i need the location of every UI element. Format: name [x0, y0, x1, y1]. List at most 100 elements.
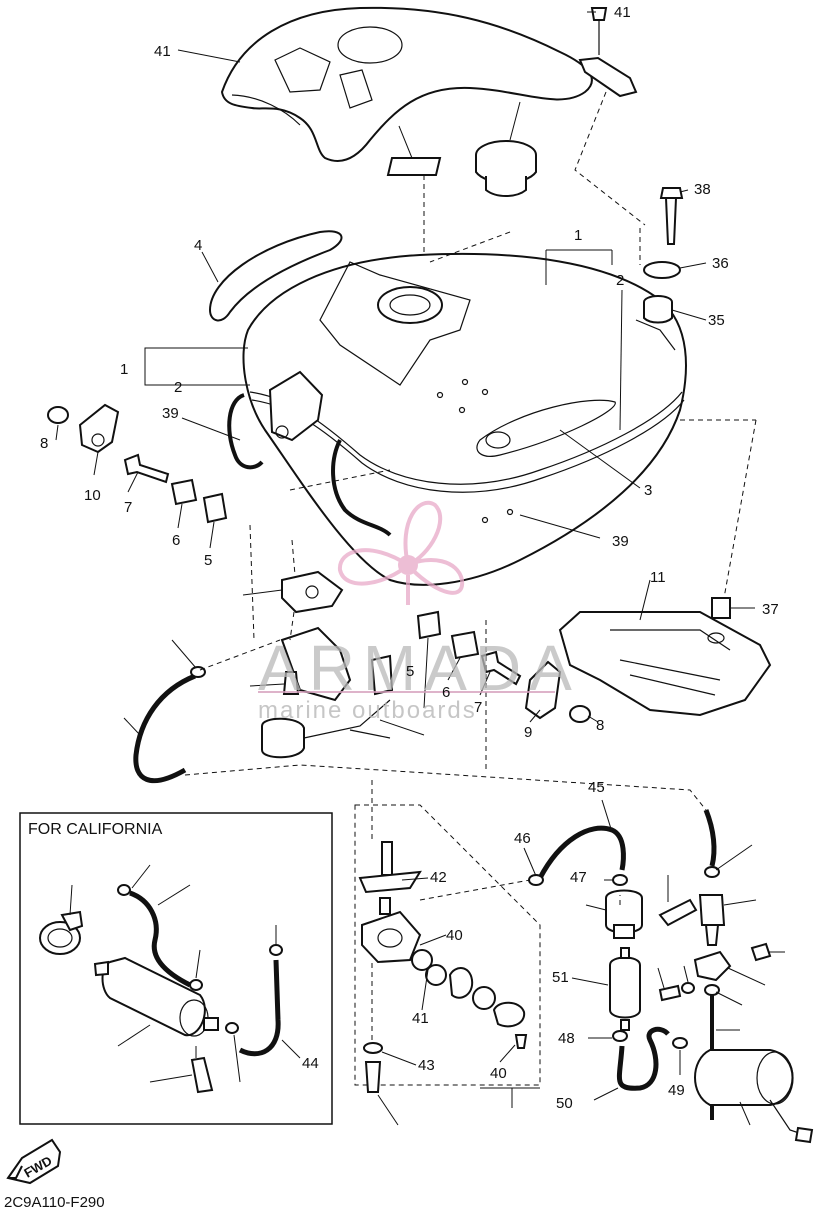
part-30-hose [616, 1026, 670, 1091]
part-43-bolt [658, 898, 698, 927]
inset-title: FOR CALIFORNIA [28, 821, 163, 838]
part-19-group-box [354, 804, 541, 1086]
part-27-clamp-c [612, 1030, 628, 1042]
part-10-knob [78, 403, 120, 454]
leader-lines [55, 11, 785, 1126]
part-4-knee-pad [208, 230, 343, 322]
callout-label: 2 [174, 379, 182, 396]
part-29-fuel-pump [605, 889, 643, 939]
part-7-bolt-right [480, 650, 522, 686]
callout-label: 41 [614, 4, 631, 21]
part-17-tank-cover [220, 6, 593, 162]
part-34-valve [698, 894, 726, 946]
part-42-label [386, 157, 442, 176]
callout-label: 38 [694, 181, 711, 198]
callout-label: 2 [616, 272, 624, 289]
part-25-bolt [364, 1061, 382, 1093]
callout-label: 43 [418, 1057, 435, 1074]
part-22-plate [492, 1001, 526, 1028]
callout-label: 1 [574, 227, 582, 244]
part-41-clamp-a [117, 884, 131, 896]
part-22-screw [514, 1034, 528, 1049]
callout-label: 39 [162, 405, 179, 422]
part-20-diaphragm [448, 967, 474, 999]
drawing-code: 2C9A110-F290 [4, 1194, 105, 1211]
callout-label: 51 [552, 969, 569, 986]
part-44-fuel-cock [261, 626, 394, 759]
part-38-clip [750, 942, 772, 962]
part-16-hose-left [227, 393, 264, 470]
callout-label: 49 [668, 1082, 685, 1099]
part-15-bolt [659, 187, 684, 245]
watermark-tagline: marine outboards [258, 697, 477, 724]
part-1-fuel-tank [242, 252, 687, 586]
part-36-bolt [658, 984, 682, 1002]
part-26-hose [537, 825, 626, 880]
callout-label: 44 [302, 1055, 319, 1072]
callout-label: 41 [412, 1010, 429, 1027]
part-46-bolt [282, 671, 300, 695]
callout-label: 5 [406, 663, 414, 680]
part-9-knob-right [524, 660, 562, 720]
watermark-brand: ARMADA [258, 632, 580, 704]
callout-label: 3 [644, 482, 652, 499]
part-45-gasket [281, 570, 344, 614]
part-11-side-cover [558, 611, 772, 717]
callout-label: 40 [446, 927, 463, 944]
callout-label: 8 [40, 435, 48, 452]
part-33-clamp-right [704, 866, 720, 878]
assembly-lines [184, 91, 757, 1040]
callout-label: 48 [558, 1030, 575, 1047]
part-14-grommet [711, 597, 731, 619]
callout-label: 40 [490, 1065, 507, 1082]
part-6-collar-left [170, 478, 198, 506]
part-49-cap [39, 910, 84, 955]
part-48-canister [93, 956, 219, 1037]
part-16-hose-right [331, 439, 392, 537]
propeller-logo-icon [337, 501, 465, 605]
part-8-nut-right [569, 705, 591, 723]
part-51-hose [129, 890, 192, 988]
part-27-clamp-d [672, 1037, 688, 1049]
part-5-damper-left [202, 492, 228, 524]
callout-label: 47 [570, 869, 587, 886]
callout-label: 9 [524, 724, 532, 741]
part-39-hose-inset [238, 959, 281, 1057]
part-40-clamp-inset [269, 944, 283, 956]
callout-label: 8 [596, 717, 604, 734]
part-47-canister [694, 1049, 814, 1144]
part-21-o-ring-b [425, 964, 447, 986]
callout-label: 6 [172, 532, 180, 549]
callout-labels: 41 41 38 4 1 36 2 35 1 2 39 8 10 7 3 6 3… [40, 4, 779, 1112]
part-20-pump-body [361, 897, 422, 964]
callout-label: 4 [194, 237, 202, 254]
tank-front-bracket [268, 370, 324, 442]
part-27-clamp-a [528, 874, 544, 886]
callout-label: 6 [442, 684, 450, 701]
callout-label: 42 [430, 869, 447, 886]
callout-label: 1 [120, 361, 128, 378]
callout-label: 35 [708, 312, 725, 329]
callout-label: 7 [124, 499, 132, 516]
part-24-washer [363, 1042, 383, 1054]
callout-label: 37 [762, 601, 779, 618]
callout-label: 39 [612, 533, 629, 550]
part-37-washer [681, 982, 695, 994]
callout-label: 45 [588, 779, 605, 796]
forward-arrow-icon: FWD [6, 1138, 62, 1185]
part-18-screw [578, 7, 638, 98]
part-5-damper-right [416, 610, 442, 640]
callout-label: 5 [204, 552, 212, 569]
callout-label: 36 [712, 255, 729, 272]
part-28-fuel-filter [609, 947, 641, 1031]
part-41-clamp-b [189, 979, 203, 991]
callout-label: 46 [514, 830, 531, 847]
callout-label: 41 [154, 43, 171, 60]
callout-label: 10 [84, 487, 101, 504]
part-12-spacer [643, 295, 673, 324]
part-23-pump-cover [358, 841, 422, 894]
part-21-o-ring-a [411, 949, 433, 971]
california-inset: FOR CALIFORNIA [19, 812, 333, 1125]
callout-label: 50 [556, 1095, 573, 1112]
